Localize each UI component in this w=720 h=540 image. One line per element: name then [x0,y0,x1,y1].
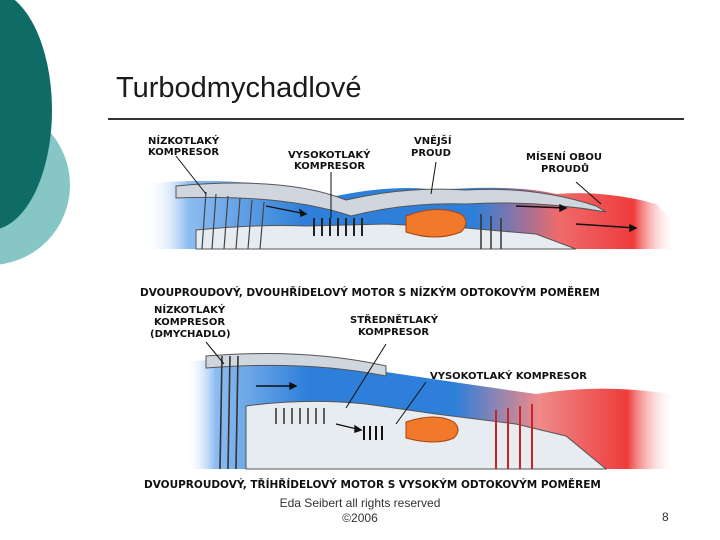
bottom-engine: NÍZKOTLAKÝ KOMPRESOR (DMYCHADLO) STŘEDNĚ… [144,303,676,491]
bottom-caption: DVOUPROUDOVÝ, TŘÍHŘÍDELOVÝ MOTOR S VYSOK… [144,478,601,491]
bottom-leader-lines [205,341,427,425]
bottom-fan-blades [219,355,239,470]
footer-line-2: ©2006 [342,511,378,525]
page-number: 8 [662,510,669,524]
top-label-outer-flow-1: VNĚJŠÍ [414,134,452,147]
bottom-label-mid-pressure-1: STŘEDNĚTLAKÝ [350,313,439,326]
top-label-outer-flow-2: PROUD [411,148,451,159]
top-label-low-pressure-1: NÍZKOTLAKÝ [148,134,220,147]
top-label-mixing-2: PROUDŮ [541,162,589,175]
footer-line-1: Eda Seibert all rights reserved [279,496,441,510]
bottom-combustor [405,416,459,443]
title-rule [108,118,684,120]
top-low-pressure-blades [201,191,265,250]
top-leader-lines [175,155,602,218]
bottom-label-low-pressure-2: KOMPRESOR [154,317,225,328]
slide-title: Turbodmychadlové [116,72,362,104]
bottom-label-high-pressure: VYSOKOTLAKÝ KOMPRESOR [430,369,587,382]
bottom-high-pressure-blades [363,426,383,440]
footer-copyright: Eda Seibert all rights reserved ©2006 [260,496,460,526]
top-high-pressure-blades [313,218,363,236]
top-flow-arrows [265,203,638,233]
bottom-turbine-blades [495,404,533,469]
top-label-high-pressure-1: VYSOKOTLAKÝ [288,148,371,161]
bottom-flow-arrows [256,381,363,433]
top-turbine-blades [480,214,502,249]
bottom-nacelle [205,353,387,377]
bottom-label-low-pressure-1: NÍZKOTLAKÝ [154,303,226,316]
top-nacelle [175,182,607,217]
top-label-mixing-1: MÍSENÍ OBOU [526,150,602,163]
decorative-circles [0,0,70,265]
bottom-mid-pressure-blades [275,408,325,424]
bottom-label-low-pressure-3: (DMYCHADLO) [150,329,231,340]
top-combustor [405,209,467,238]
top-engine: NÍZKOTLAKÝ KOMPRESOR VYSOKOTLAKÝ KOMPRES… [140,134,676,299]
bottom-label-mid-pressure-2: KOMPRESOR [358,327,429,338]
top-label-low-pressure-2: KOMPRESOR [148,147,219,158]
deco-circle-dark [0,0,52,229]
engine-diagram: NÍZKOTLAKÝ KOMPRESOR VYSOKOTLAKÝ KOMPRES… [140,134,676,491]
top-label-high-pressure-2: KOMPRESOR [294,161,365,172]
top-caption: DVOUPROUDOVÝ, DVOUHŘÍDELOVÝ MOTOR S NÍZK… [140,286,600,299]
